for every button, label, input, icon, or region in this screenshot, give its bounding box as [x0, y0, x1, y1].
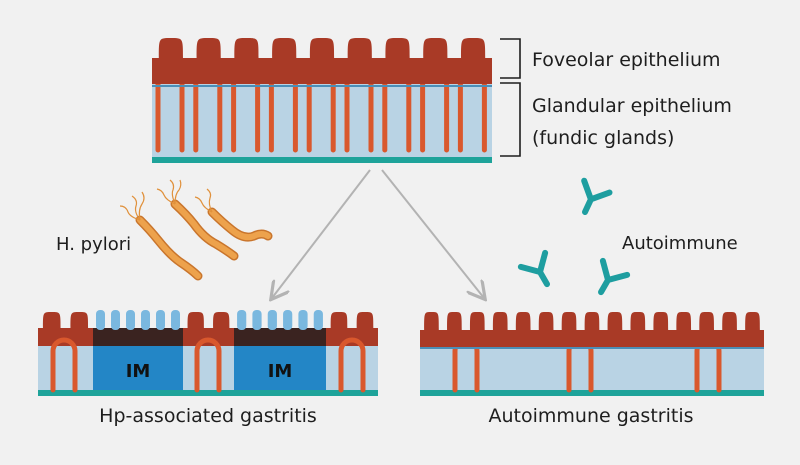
im-label-right: IM [268, 361, 293, 382]
fundic-glands-label: (fundic glands) [532, 127, 674, 149]
normal-mucosa [152, 38, 492, 163]
glandular-label: Glandular epithelium [532, 95, 732, 117]
hp-gastritis-label: Hp-associated gastritis [99, 405, 317, 427]
lamina-propria [38, 344, 378, 394]
autoimmune-label: Autoimmune [622, 233, 738, 254]
antibody-icon [598, 257, 631, 296]
im-label-left: IM [126, 361, 151, 382]
intestinal-villus [252, 310, 262, 330]
foveolar-epithelium [38, 312, 378, 346]
fundic-glands [50, 337, 366, 393]
intestinal-villus [96, 310, 105, 330]
muscularis-layer [420, 390, 764, 396]
foveolar-epithelium [152, 38, 492, 84]
foveolar-segment [38, 312, 93, 346]
intestinal-villus [171, 310, 180, 330]
bacterium-icon [194, 188, 273, 242]
foveolar-segment [183, 312, 234, 346]
hp-gastritis-mucosa: IM IM [38, 310, 378, 396]
muscularis-layer [152, 157, 492, 163]
glandular-bracket [500, 82, 521, 157]
intestinal-villus [237, 310, 247, 330]
h-pylori-bacteria [119, 179, 273, 281]
foveolar-bracket [500, 38, 521, 79]
intestinal-villus [126, 310, 135, 330]
intestinal-metaplasia-right [234, 310, 326, 390]
antibody-icon [517, 249, 550, 288]
lamina-propria [152, 82, 492, 162]
gland [338, 337, 366, 393]
h-pylori-label: H. pylori [56, 234, 131, 255]
intestinal-villus [156, 310, 165, 330]
foveolar-label: Foveolar epithelium [532, 49, 721, 71]
muscularis-layer [38, 390, 378, 396]
foveolar-epithelium [420, 312, 764, 348]
antibody-icon [581, 177, 613, 215]
intestinal-villus [141, 310, 150, 330]
intestinal-villus [313, 310, 323, 330]
intestinal-villus [298, 310, 308, 330]
intestinal-villus [283, 310, 293, 330]
intestinal-villus [111, 310, 120, 330]
foveolar-segment [326, 312, 378, 346]
gland [50, 337, 78, 393]
arrow-to-hp-gastritis [272, 169, 371, 298]
autoimmune-gastritis-mucosa [420, 312, 764, 396]
intestinal-metaplasia-left [93, 310, 183, 390]
gland [194, 337, 222, 393]
autoimmune-gastritis-label: Autoimmune gastritis [489, 405, 694, 427]
antibodies [517, 177, 631, 296]
arrow-to-autoimmune-gastritis [381, 169, 484, 298]
bacterium-icon [119, 191, 203, 281]
intestinal-villus [267, 310, 277, 330]
bacterium-icon [156, 179, 239, 261]
